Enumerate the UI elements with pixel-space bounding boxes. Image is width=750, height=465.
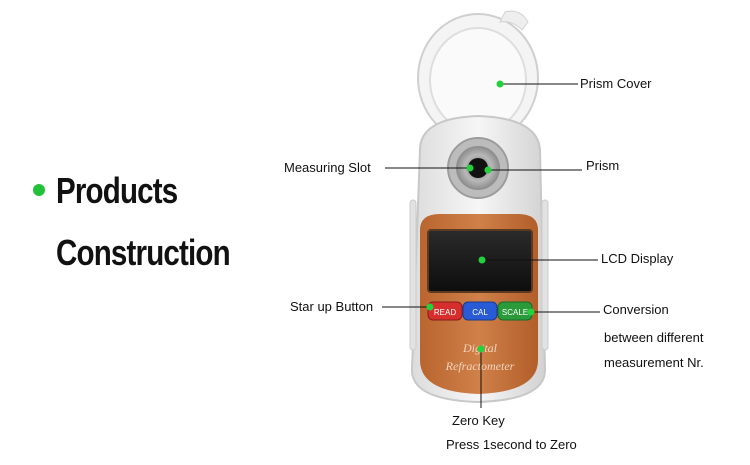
cal-button-shape (462, 301, 498, 321)
prism-cover (417, 10, 539, 151)
marker-start-button (426, 303, 434, 311)
read-button-label[interactable]: READ (434, 308, 456, 317)
cal-button-label[interactable]: CAL (472, 308, 488, 317)
label-prism-cover: Prism Cover (580, 76, 652, 91)
label-measuring-slot: Measuring Slot (284, 160, 371, 175)
marker-conversion (527, 308, 535, 316)
label-prism: Prism (586, 158, 620, 173)
label-lcd-display: LCD Display (601, 251, 674, 266)
marker-measuring-slot (466, 164, 474, 172)
heading-construction: Construction (56, 232, 231, 273)
scale-button-label[interactable]: SCALE (502, 308, 528, 317)
button-row: READ CAL SCALE (427, 301, 533, 321)
label-zero-key-note: Press 1second to Zero (446, 437, 577, 452)
bullet-icon (33, 184, 45, 196)
label-conversion-2: between different (604, 330, 704, 345)
read-button-shape (427, 301, 463, 321)
markers (426, 80, 535, 353)
leader-lines (382, 83, 600, 408)
label-zero-key: Zero Key (452, 413, 505, 428)
marker-prism (484, 166, 492, 174)
marker-lcd (478, 256, 486, 264)
marker-zero-key (477, 345, 485, 353)
marker-prism-cover (496, 80, 504, 88)
brand-line-2: Refractometer (445, 359, 515, 373)
heading-products: Products (56, 170, 178, 211)
label-conversion-1: Conversion (603, 302, 669, 317)
label-conversion-3: measurement Nr. (604, 355, 704, 370)
prism-well (447, 137, 509, 199)
label-start-button: Star up Button (290, 299, 374, 314)
